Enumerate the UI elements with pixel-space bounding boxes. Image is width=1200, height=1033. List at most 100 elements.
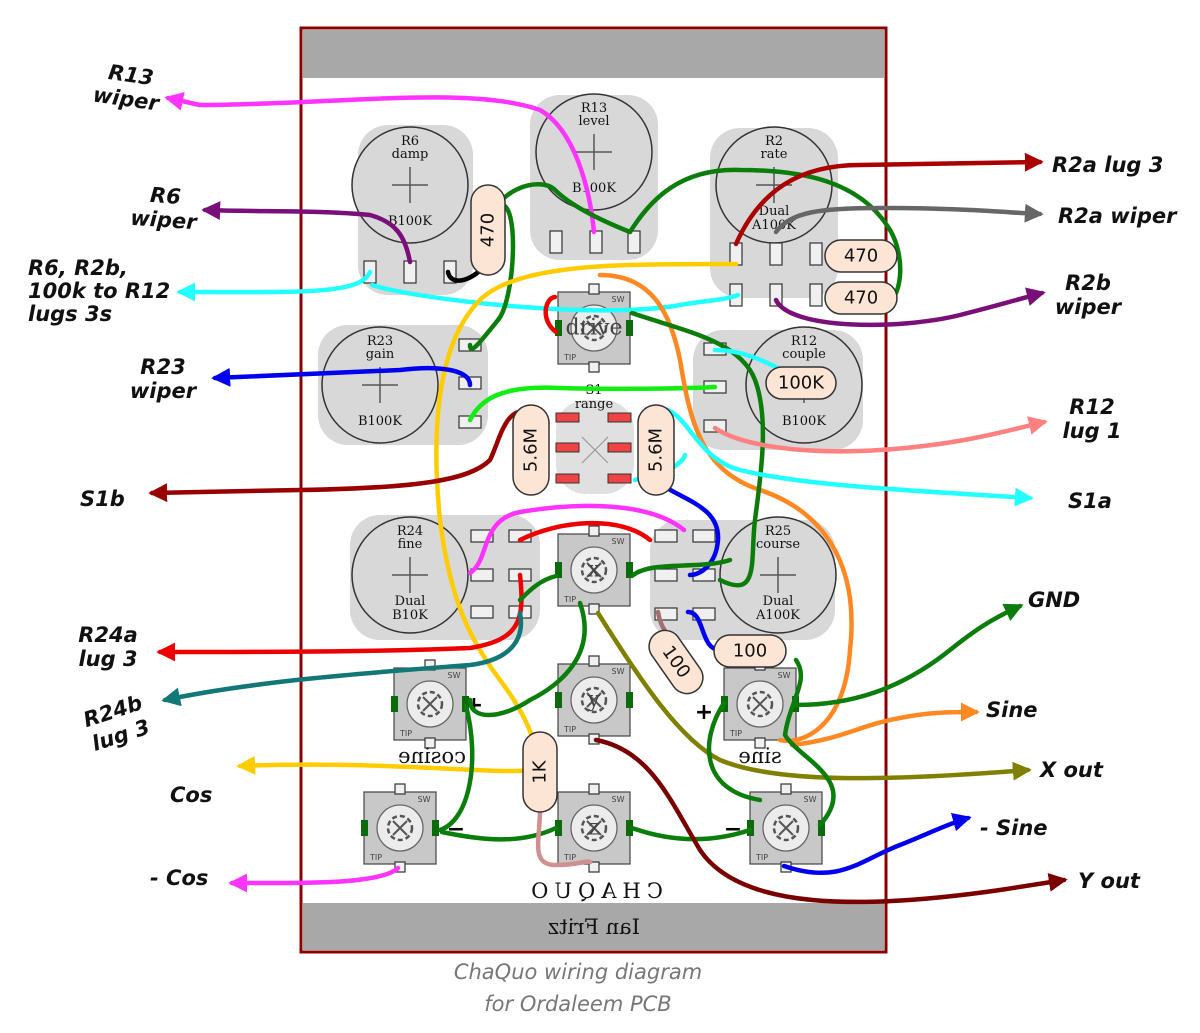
resistor-value: 1K xyxy=(530,759,551,783)
wire-r24b-lug3 xyxy=(161,610,524,707)
pot-id: R12 xyxy=(791,334,817,349)
cosine-label: cosine xyxy=(398,744,466,768)
pot-name: gain xyxy=(366,347,395,362)
resistor: 470 xyxy=(824,281,898,315)
jack[interactable]: SW TIP xyxy=(391,659,469,749)
resistor-value: 100K xyxy=(778,373,825,394)
jacks: SWTIPdriveSWTIPxSWTIPySWTIPzSWTIPSWTIPSW… xyxy=(361,283,825,873)
wire-red-r24 xyxy=(517,520,653,543)
pot-name: damp xyxy=(392,147,429,162)
pot-lug xyxy=(809,242,823,266)
label-x-out: X out xyxy=(1038,758,1104,782)
resistor-value: 5.6M xyxy=(521,428,542,472)
switch-lug xyxy=(555,412,580,423)
wire-blue-s1 xyxy=(652,477,721,578)
label-r23-line1: R23 xyxy=(140,355,185,379)
jack-cross xyxy=(586,820,602,836)
jack-label: z xyxy=(588,816,600,841)
jack-tip-tag: TIP xyxy=(729,729,742,738)
wire-neg-sine xyxy=(781,812,972,876)
wire-cyan-lugs xyxy=(369,282,741,313)
jack-tip-lug xyxy=(424,737,436,749)
bottom-bar xyxy=(303,903,884,950)
pot-value: Dual xyxy=(763,594,794,609)
pot-name: rate xyxy=(761,147,788,162)
pot-lug xyxy=(627,230,641,254)
resistor-body xyxy=(637,404,675,496)
wire-r23-wiper xyxy=(211,365,473,388)
wire-y-out xyxy=(593,737,1068,905)
jack-cross xyxy=(586,562,602,578)
resistor-body xyxy=(824,239,898,273)
resistor-value: 470 xyxy=(844,246,878,267)
pot-lug xyxy=(729,242,743,266)
label-r2b-line1: R2b xyxy=(1065,271,1111,295)
jack-sw-tag: SW xyxy=(612,667,625,676)
resistor-value: 5.6M xyxy=(646,428,667,472)
switch-lug xyxy=(555,473,580,484)
label-r24a-line2: lug 3 xyxy=(78,647,137,671)
label-r6r2b-line2: 100k to R12 xyxy=(28,279,170,303)
jack-ground-lug xyxy=(626,820,633,836)
jack-socket xyxy=(416,690,444,718)
resistor: 1K xyxy=(522,731,558,813)
jack-cross xyxy=(392,820,408,836)
jack-sw-tag: SW xyxy=(448,671,461,680)
jack-sw-lug xyxy=(588,283,600,295)
pot-value: B10K xyxy=(392,608,428,623)
jack-tip-tag: TIP xyxy=(399,729,412,738)
resistor-body xyxy=(512,404,550,496)
pot-lug xyxy=(654,568,678,582)
wire-x-out xyxy=(595,610,1032,781)
caption-line2: for Ordaleem PCB xyxy=(484,992,671,1016)
jack-label: drive xyxy=(565,316,622,341)
switch-lug xyxy=(555,442,580,453)
jack-sw-tag: SW xyxy=(612,795,625,804)
wire-red-drive xyxy=(543,294,559,335)
jack-label: y xyxy=(587,688,601,713)
jack-tip-tag: TIP xyxy=(369,853,382,862)
pot-crosshair xyxy=(392,557,428,593)
wire-r13-wiper xyxy=(164,91,597,235)
pot-id: R23 xyxy=(367,334,393,349)
wire-s1a xyxy=(665,407,1034,507)
pot-value: Dual xyxy=(759,204,790,219)
label-r24a-line1: R24a xyxy=(78,623,138,647)
resistor-body xyxy=(765,366,837,400)
wire-lime xyxy=(467,384,718,423)
wire-green-cosine xyxy=(437,703,475,833)
label-y-out: Y out xyxy=(1078,869,1141,893)
wire-pink-1k xyxy=(535,807,593,868)
jack-cross xyxy=(422,696,438,712)
wire-r2a-lug3 xyxy=(733,152,1044,247)
jack-socket xyxy=(580,314,608,342)
resistor: 100 xyxy=(713,634,787,668)
jack-ground-lug xyxy=(432,820,439,836)
jack-ground-lug xyxy=(555,692,562,708)
wire-sine xyxy=(789,702,980,748)
pot-name: fine xyxy=(398,537,423,552)
wire-r12-lug1 xyxy=(712,416,1048,454)
label-sine: Sine xyxy=(986,698,1038,722)
pot-crosshair xyxy=(392,167,428,203)
label-neg-cos: - Cos xyxy=(150,866,208,890)
jack-ground-lug xyxy=(626,692,633,708)
jack-ground-lug xyxy=(555,820,562,836)
pot-lug xyxy=(769,283,783,307)
pot-value: B100K xyxy=(782,414,826,429)
jack-sw-lug xyxy=(394,783,406,795)
wire-r6-wiper xyxy=(201,201,413,265)
pot-lug xyxy=(470,605,494,619)
